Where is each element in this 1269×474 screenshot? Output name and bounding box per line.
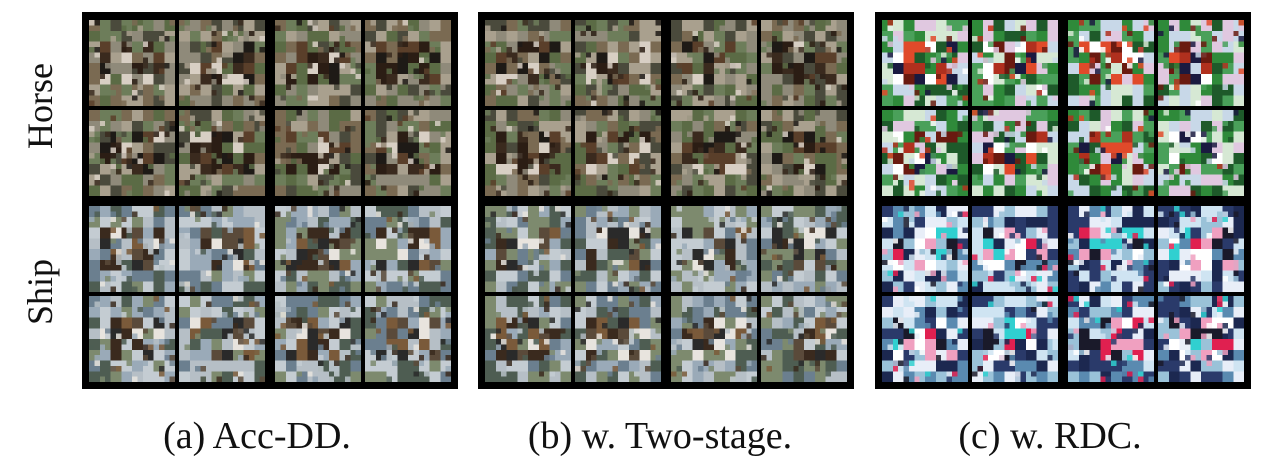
ship-sample-image (275, 296, 361, 382)
row-label-horse: Horse (20, 63, 60, 149)
panel-acc-dd (82, 12, 458, 389)
horse-sample-image (365, 20, 451, 106)
horse-image-grid (882, 20, 1058, 196)
caption-two-stage: (b) w. Two-stage. (527, 415, 793, 457)
ship-sample-image (485, 296, 571, 382)
ship-sample-image (275, 206, 361, 292)
horse-sample-image (882, 110, 968, 196)
caption-acc-dd: (a) Acc-DD. (163, 415, 351, 457)
ship-image-grid (1068, 206, 1244, 382)
ship-image-grid (671, 206, 847, 382)
ship-image-grid (89, 206, 265, 382)
horse-image-grid (275, 20, 451, 196)
horse-sample-image (671, 20, 757, 106)
horse-sample-image (761, 110, 847, 196)
ship-sample-image (671, 296, 757, 382)
caption-rdc: (c) w. RDC. (958, 415, 1142, 457)
horse-sample-image (972, 110, 1058, 196)
ship-image-grid (275, 206, 451, 382)
horse-sample-image (179, 20, 265, 106)
ship-sample-image (1158, 296, 1244, 382)
ship-sample-image (972, 206, 1058, 292)
ship-sample-image (671, 206, 757, 292)
ship-sample-image (89, 206, 175, 292)
horse-image-grid (485, 20, 661, 196)
horse-sample-image (882, 20, 968, 106)
horse-sample-image (485, 20, 571, 106)
ship-sample-image (761, 296, 847, 382)
horse-sample-image (89, 20, 175, 106)
ship-sample-image (761, 206, 847, 292)
horse-sample-image (1158, 20, 1244, 106)
ship-sample-image (972, 296, 1058, 382)
horse-image-grid (89, 20, 265, 196)
ship-sample-image (575, 206, 661, 292)
ship-sample-image (1068, 296, 1154, 382)
ship-sample-image (1158, 206, 1244, 292)
ship-sample-image (365, 296, 451, 382)
horse-sample-image (275, 110, 361, 196)
ship-sample-image (1068, 206, 1154, 292)
horse-sample-image (275, 20, 361, 106)
horse-sample-image (575, 110, 661, 196)
horse-sample-image (575, 20, 661, 106)
ship-sample-image (882, 206, 968, 292)
panel-two-stage (478, 12, 854, 389)
ship-sample-image (575, 296, 661, 382)
ship-image-grid (485, 206, 661, 382)
horse-sample-image (1068, 110, 1154, 196)
ship-sample-image (485, 206, 571, 292)
horse-sample-image (179, 110, 265, 196)
ship-image-grid (882, 206, 1058, 382)
horse-sample-image (671, 110, 757, 196)
ship-sample-image (365, 206, 451, 292)
ship-sample-image (89, 296, 175, 382)
horse-image-grid (1068, 20, 1244, 196)
horse-sample-image (972, 20, 1058, 106)
horse-sample-image (1068, 20, 1154, 106)
ship-sample-image (882, 296, 968, 382)
ship-sample-image (179, 296, 265, 382)
panel-rdc (875, 12, 1251, 389)
horse-sample-image (1158, 110, 1244, 196)
row-label-ship: Ship (20, 258, 60, 326)
horse-image-grid (671, 20, 847, 196)
horse-sample-image (89, 110, 175, 196)
ship-sample-image (179, 206, 265, 292)
horse-sample-image (485, 110, 571, 196)
horse-sample-image (761, 20, 847, 106)
horse-sample-image (365, 110, 451, 196)
